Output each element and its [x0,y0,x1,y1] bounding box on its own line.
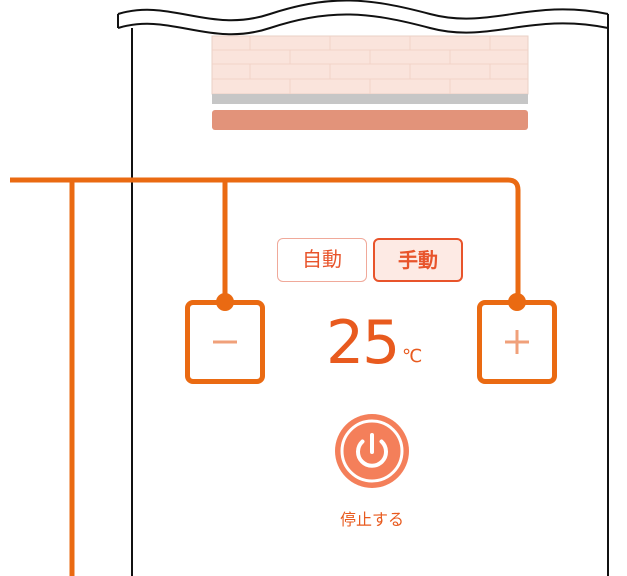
grey-bar [212,94,528,104]
decrease-temperature-button[interactable] [185,300,265,384]
wavy-top-edge [117,0,609,22]
increase-temperature-button[interactable] [477,300,557,384]
plus-icon [505,330,529,354]
power-icon [340,419,404,483]
wavy-top-edge-inner [117,13,609,36]
manual-mode-label: 手動 [398,248,438,272]
auto-mode-button[interactable]: 自動 [277,238,367,282]
terracotta-bar [212,110,528,130]
manual-mode-button[interactable]: 手動 [373,238,463,282]
temperature-value: 25 [326,308,400,378]
brick-lines [212,36,528,94]
minus-icon [213,340,237,344]
temperature-unit: ℃ [402,346,423,367]
power-button-label: 停止する [339,510,404,529]
auto-mode-label: 自動 [302,247,342,271]
power-button[interactable] [335,414,409,488]
